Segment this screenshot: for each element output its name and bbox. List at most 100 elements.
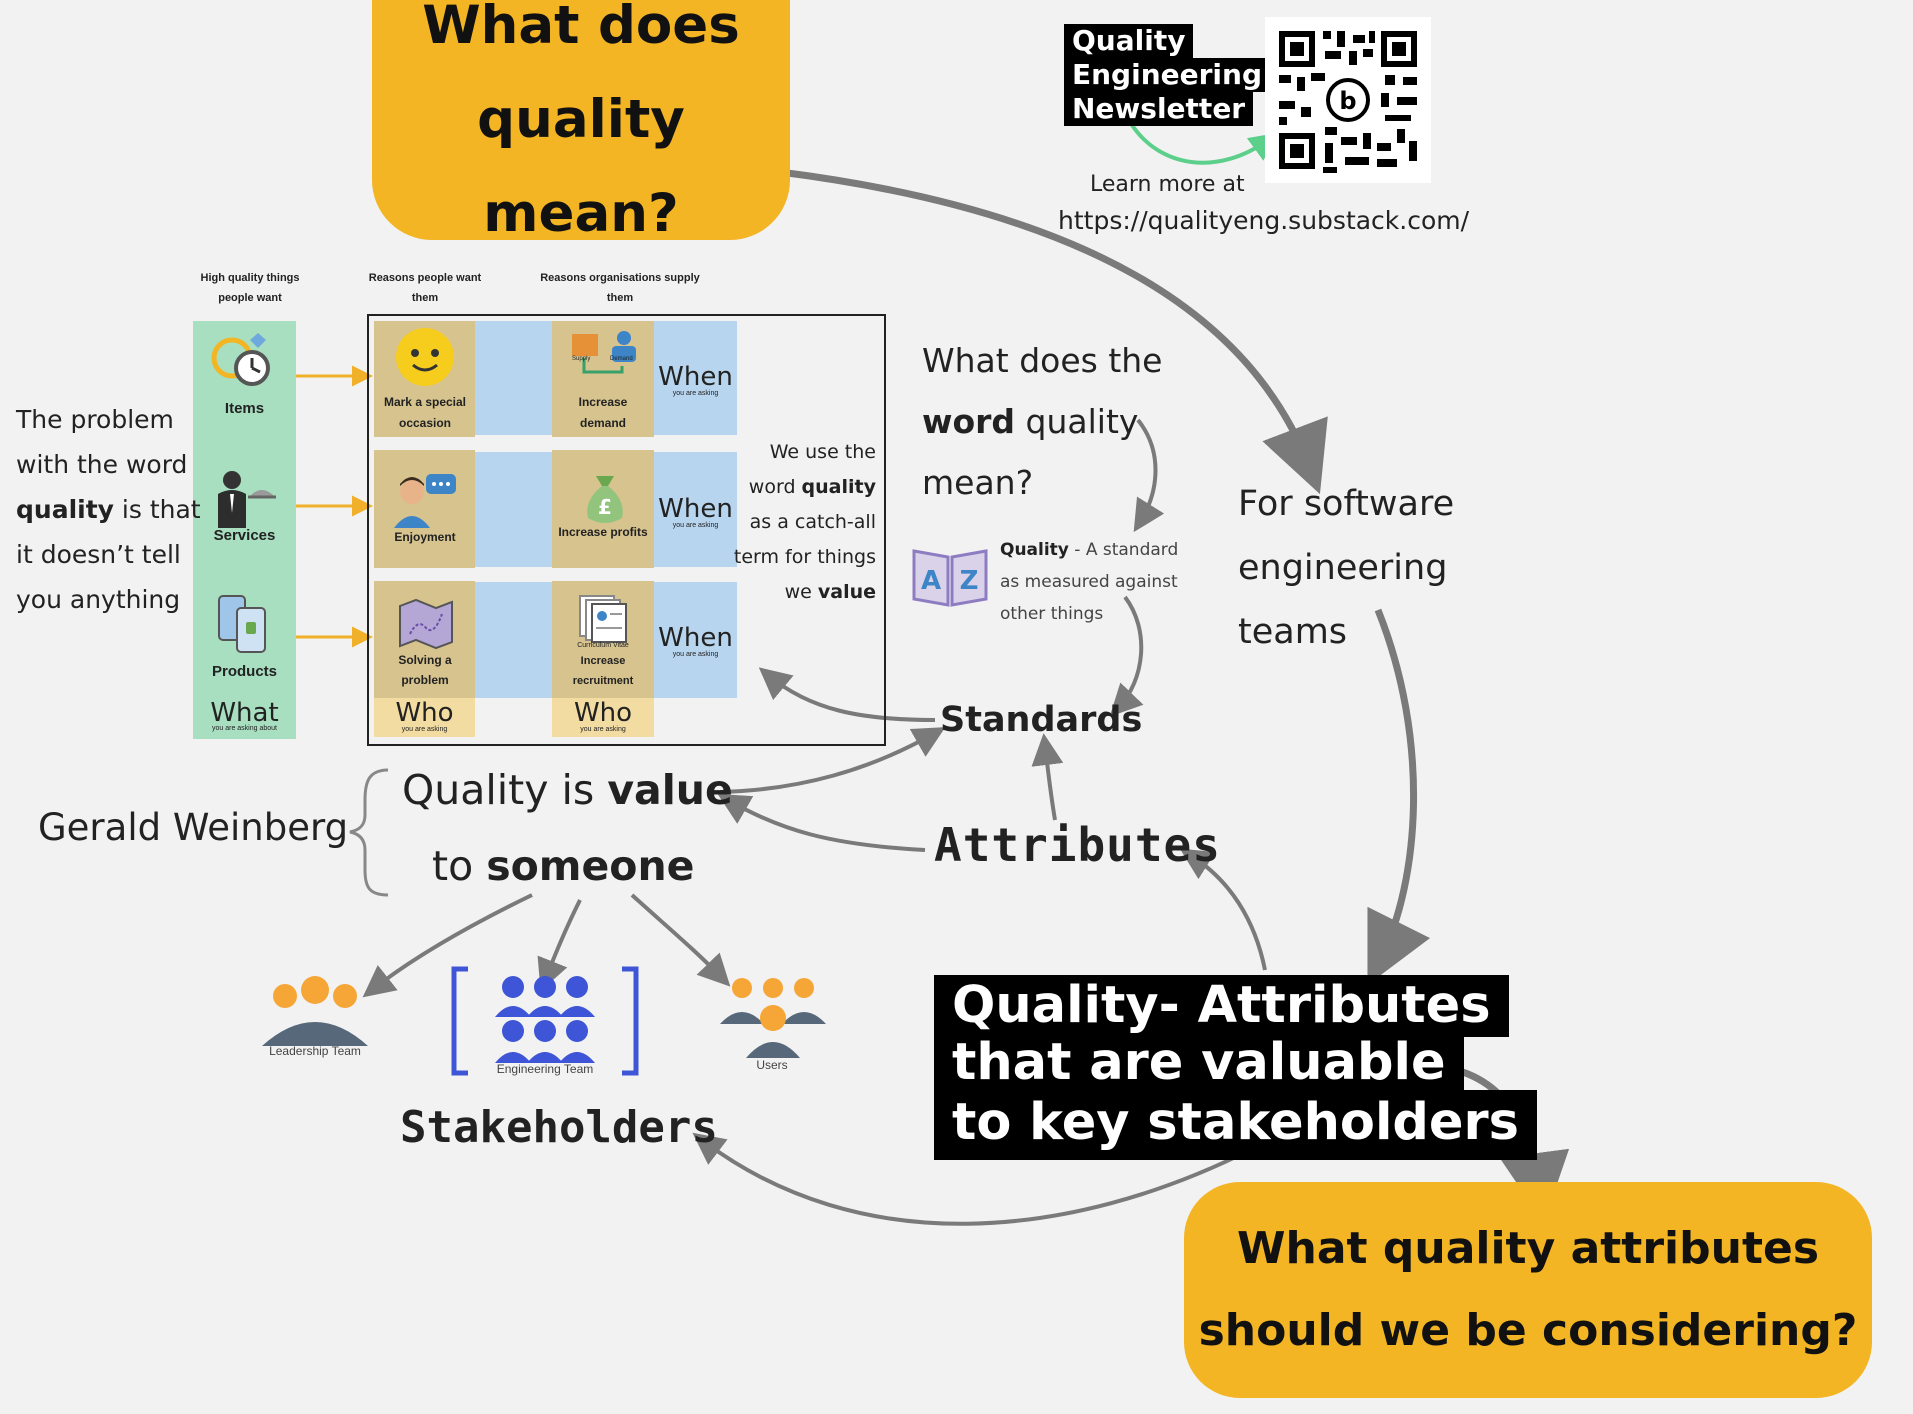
what-label: What — [210, 698, 279, 728]
software-teams-text: For software engineering teams — [1238, 472, 1454, 664]
weinberg-quote-line2: to someone — [432, 842, 694, 890]
row-band — [475, 452, 552, 567]
badge-line: Engineering — [1064, 58, 1270, 92]
who-label: Who — [395, 698, 454, 728]
catchall-bold: quality — [801, 476, 876, 498]
question-line: What quality attributes — [1236, 1223, 1820, 1274]
arrow-attributes-to-value — [717, 794, 926, 852]
demand-label: Demand — [610, 356, 633, 362]
arrow-question-to-software — [779, 168, 1328, 495]
newsletter-url[interactable]: https://qualityeng.substack.com/ — [1058, 206, 1470, 235]
row-band — [654, 452, 737, 567]
dictionary-icon: A Z — [912, 549, 988, 607]
reason-2: Enjoyment — [394, 530, 456, 544]
catchall-text-part: we — [784, 581, 818, 603]
weinberg-text-part: Quality is — [402, 766, 608, 814]
org-column — [552, 321, 654, 737]
arrow-software-to-attributes — [1367, 608, 1431, 986]
badge-line: Quality — [1064, 24, 1194, 58]
what-item-items: Items — [224, 400, 265, 417]
catchall-line: word quality — [730, 470, 876, 505]
reasons-column — [374, 321, 475, 737]
arrow-standards-to-table — [758, 667, 936, 722]
attributes-label: Attributes — [934, 818, 1221, 872]
row-band — [475, 582, 552, 698]
curly-brace — [349, 768, 389, 897]
devices-icon — [218, 595, 266, 653]
quality-attributes-line1: Quality- Attributes — [934, 975, 1509, 1037]
when-label: When — [658, 623, 733, 653]
icon-letter-z: Z — [960, 566, 979, 596]
header-text: High quality things people want — [200, 272, 300, 304]
cv-icon — [579, 595, 627, 643]
money-bag-icon: £ — [587, 476, 623, 523]
header-text: Reasons organisations supply them — [540, 272, 700, 304]
word-question-bold: word — [922, 402, 1016, 441]
problem-line: with the word — [16, 450, 188, 479]
row-band — [654, 582, 737, 698]
org-reason-2: Increase profits — [558, 525, 648, 539]
map-icon — [399, 598, 453, 650]
question-bubble-top: What does quality mean? — [372, 0, 790, 244]
stakeholder-engineering-label: Engineering Team — [496, 1062, 594, 1076]
reason-1: Mark a special occasion — [383, 395, 467, 430]
leadership-team-icon — [262, 976, 368, 1046]
weinberg-bold: value — [607, 766, 733, 814]
definition-bold: Quality — [1000, 540, 1069, 560]
what-item-products: Products — [211, 663, 277, 680]
who-cell — [552, 698, 654, 737]
arrow-word-to-definition — [1133, 418, 1165, 533]
waiter-icon — [218, 471, 276, 528]
row-band — [654, 321, 737, 435]
question-line: should we be considering? — [1198, 1305, 1858, 1356]
cv-label: Curriculum Vitae — [577, 642, 629, 649]
catchall-bold: value — [817, 581, 876, 603]
org-reason-1: Increase demand — [578, 395, 628, 430]
definition-text: Quality - A standard as measured against… — [1000, 534, 1178, 630]
row-band — [475, 321, 552, 435]
who-sub: you are asking — [580, 726, 626, 733]
quality-attributes-line3: to key stakeholders — [934, 1090, 1538, 1160]
arrow-someone-to-engineering — [537, 899, 582, 992]
problem-bold: quality — [16, 495, 114, 524]
definition-line: as measured against — [1000, 572, 1178, 592]
definition-part: - A standard — [1068, 540, 1179, 560]
smiley-icon — [396, 328, 454, 386]
clock-gift-icon — [211, 333, 270, 386]
svg-text:£: £ — [598, 495, 612, 519]
reason-3: Solving a problem — [398, 653, 452, 687]
standards-label: Standards — [940, 700, 1143, 740]
word-question-line: word quality — [922, 391, 1162, 452]
header-what: High quality things people want — [185, 268, 315, 308]
weinberg-name: Gerald Weinberg — [38, 806, 349, 849]
problem-text: The problem with the word quality is tha… — [16, 397, 201, 622]
what-sub: you are asking about — [212, 725, 277, 732]
arrow-qa-to-attributes-label — [1179, 848, 1267, 971]
catchall-line: We use the — [769, 441, 876, 463]
arrow-qa-to-stakeholders — [692, 1132, 1251, 1226]
word-question-line: mean? — [922, 463, 1034, 502]
word-question-part: quality — [1015, 402, 1139, 441]
when-sub: you are asking — [672, 390, 719, 397]
who-label: Who — [573, 698, 633, 728]
badge-line: Newsletter — [1064, 92, 1254, 126]
arrow-attributes-to-standards — [1031, 733, 1064, 821]
qr-code[interactable]: b — [1265, 17, 1431, 183]
newsletter-badge[interactable]: Quality Engineering Newsletter — [1064, 24, 1270, 126]
what-column — [193, 321, 296, 739]
stakeholders-title: Stakeholders — [400, 1102, 718, 1153]
software-line: For software — [1238, 484, 1455, 524]
problem-line: quality is that — [16, 487, 201, 532]
word-question-line: What does the — [922, 341, 1163, 380]
question-line: What does — [422, 0, 740, 56]
engineering-team-icon — [451, 966, 639, 1076]
catchall-text-part: word — [748, 476, 802, 498]
who-sub: you are asking — [401, 726, 448, 733]
definition-line: other things — [1000, 604, 1104, 624]
stakeholder-users-label: Users — [756, 1058, 788, 1072]
supply-label: Supply — [572, 356, 591, 362]
weinberg-quote-line1: Quality is value — [402, 766, 733, 814]
qr-arrow — [1128, 120, 1278, 165]
problem-line: The problem — [16, 405, 174, 434]
